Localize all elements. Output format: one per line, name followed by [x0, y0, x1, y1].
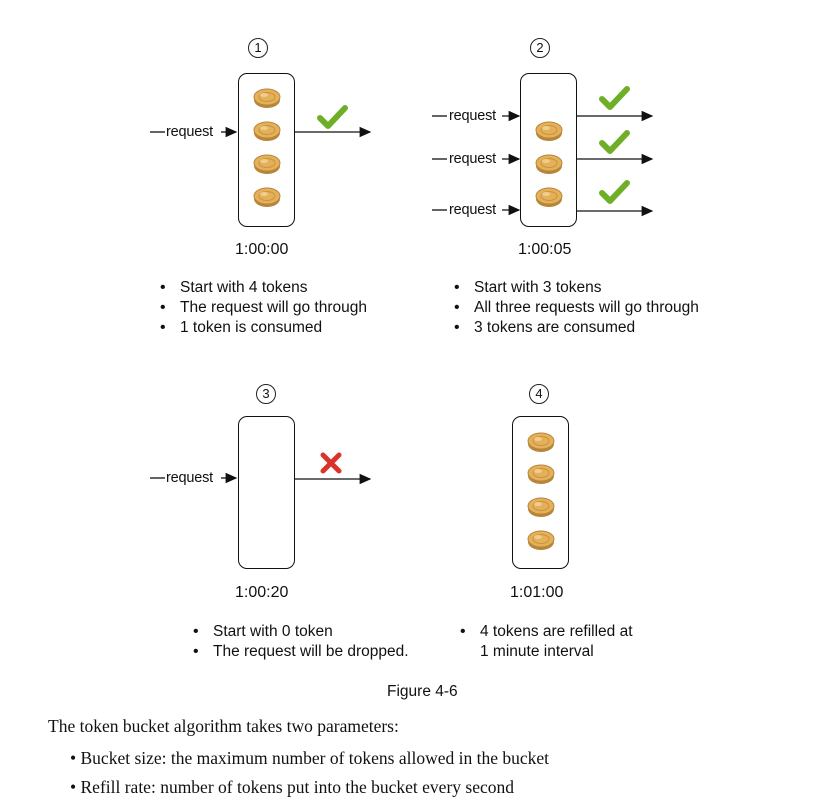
bullet-list-4: 4 tokens are refilled at 1 minute interv… [458, 622, 633, 662]
token-coin-icon [253, 121, 281, 141]
cross-icon [320, 452, 342, 474]
token-coin-icon [527, 497, 555, 517]
step-number-3: 3 [256, 384, 276, 404]
token-coin-icon [527, 464, 555, 484]
bullet-item: 1 token is consumed [158, 318, 367, 338]
parameter-item: • Refill rate: number of tokens put into… [70, 777, 514, 797]
figure-caption: Figure 4-6 [387, 683, 458, 700]
bullet-item: 4 tokens are refilled at [458, 622, 633, 642]
token-coin-icon [253, 187, 281, 207]
timestamp-2: 1:00:05 [518, 241, 572, 258]
token-coin-icon [535, 187, 563, 207]
bullet-item: All three requests will go through [452, 298, 699, 318]
bullet-item: 3 tokens are consumed [452, 318, 699, 338]
token-coin-icon [253, 154, 281, 174]
bullet-item: Start with 0 token [191, 622, 409, 642]
bullet-item: Start with 4 tokens [158, 278, 367, 298]
parameter-item: • Bucket size: the maximum number of tok… [70, 748, 549, 768]
request-label: request [166, 124, 213, 140]
timestamp-3: 1:00:20 [235, 584, 289, 601]
request-label: request [166, 470, 213, 486]
bullet-item: Start with 3 tokens [452, 278, 699, 298]
body-paragraph: The token bucket algorithm takes two par… [48, 716, 399, 736]
step-number-1: 1 [248, 38, 268, 58]
parameter-list: • Bucket size: the maximum number of tok… [70, 744, 549, 802]
request-label: request [449, 151, 496, 167]
step-number-4: 4 [529, 384, 549, 404]
bullet-item: The request will go through [158, 298, 367, 318]
check-icon [599, 130, 630, 154]
token-coin-icon [535, 154, 563, 174]
step-number-2: 2 [530, 38, 550, 58]
request-label: request [449, 202, 496, 218]
request-label: request [449, 108, 496, 124]
token-coin-icon [535, 121, 563, 141]
check-icon [599, 86, 630, 110]
bullet-list-3: Start with 0 token The request will be d… [191, 622, 409, 662]
timestamp-1: 1:00:00 [235, 241, 289, 258]
token-coin-icon [253, 88, 281, 108]
check-icon [317, 105, 348, 129]
token-coin-icon [527, 432, 555, 452]
token-bucket-3 [238, 416, 295, 569]
timestamp-4: 1:01:00 [510, 584, 564, 601]
bullet-item: The request will be dropped. [191, 642, 409, 662]
check-icon [599, 180, 630, 204]
bullet-list-1: Start with 4 tokens The request will go … [158, 278, 367, 338]
token-coin-icon [527, 530, 555, 550]
bullet-item-continuation: 1 minute interval [480, 643, 594, 660]
bullet-list-2: Start with 3 tokens All three requests w… [452, 278, 699, 338]
